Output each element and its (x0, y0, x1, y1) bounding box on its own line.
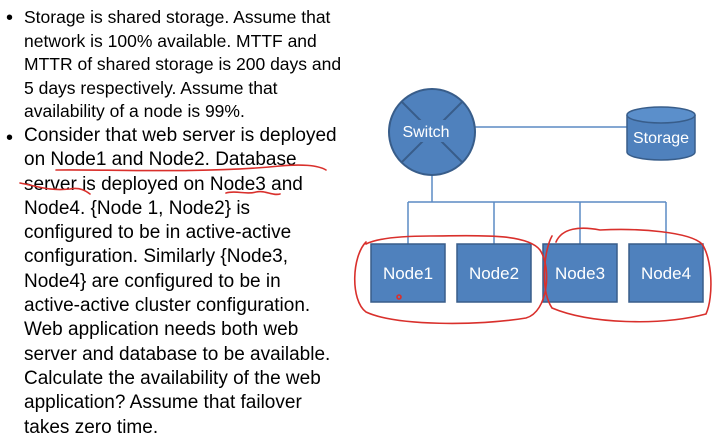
node-label-1: Node1 (383, 264, 433, 283)
db-cluster-loop (543, 227, 712, 323)
switch-icon (388, 88, 476, 176)
node-box-2 (456, 243, 532, 303)
node-label-2: Node2 (469, 264, 519, 283)
node-label-4: Node4 (641, 264, 691, 283)
underline-node1-node2 (55, 164, 327, 172)
squiggle-node3 (225, 190, 281, 196)
bullet-dot-icon: • (6, 127, 14, 149)
node-box-4 (628, 243, 704, 303)
squiggle-server (19, 182, 91, 195)
node-box-1 (370, 243, 446, 303)
node-box-3 (542, 243, 618, 303)
storage-label: Storage (633, 130, 689, 147)
web-cluster-loop (353, 234, 548, 325)
storage-cylinder-icon (626, 106, 696, 161)
bullet-text: Storage is shared storage. Assume that n… (24, 7, 342, 122)
switch-label: Switch (402, 124, 449, 141)
bullet-text: Consider that web server is deployed on … (24, 125, 337, 438)
red-annotations (19, 164, 712, 325)
bullet-dot-icon: • (6, 7, 14, 29)
mark-dot (396, 294, 402, 300)
node-label-3: Node3 (555, 264, 605, 283)
